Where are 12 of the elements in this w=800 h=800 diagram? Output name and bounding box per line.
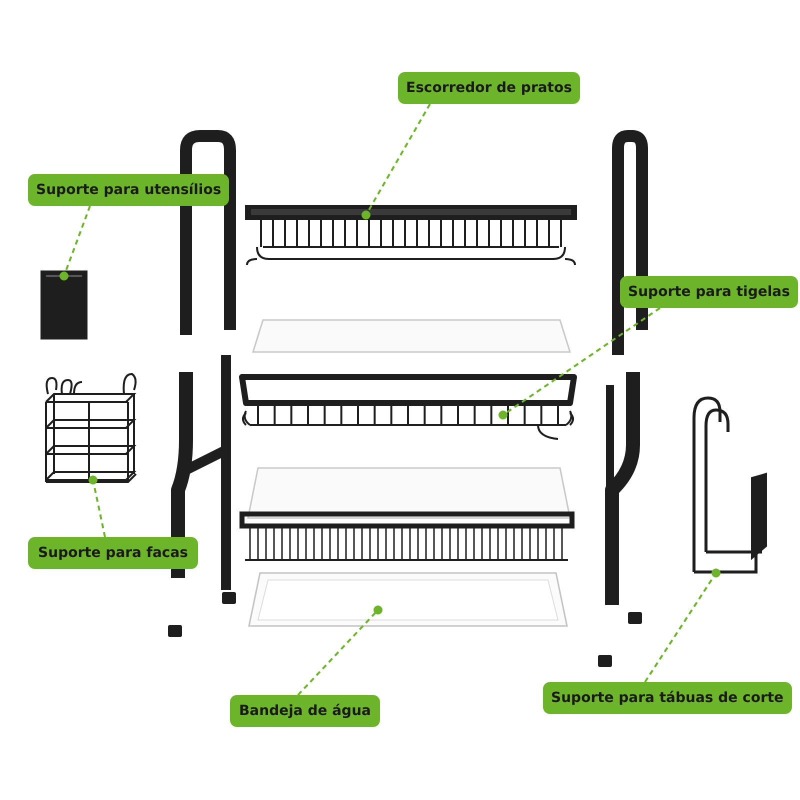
leader-line: [644, 568, 720, 683]
leader-line: [362, 104, 431, 220]
callout-label: Bandeja de água: [230, 695, 380, 727]
callout-label: Escorredor de pratos: [398, 72, 580, 104]
leader-line: [498, 307, 661, 420]
leader-line: [88, 476, 106, 538]
callout-label: Suporte para facas: [28, 537, 198, 569]
callout-label: Suporte para utensílios: [28, 174, 230, 206]
callout-label: Suporte para tábuas de corte: [543, 682, 792, 714]
leader-line: [297, 606, 382, 696]
leader-line: [60, 206, 91, 280]
callout-label: Suporte para tigelas: [620, 276, 798, 308]
